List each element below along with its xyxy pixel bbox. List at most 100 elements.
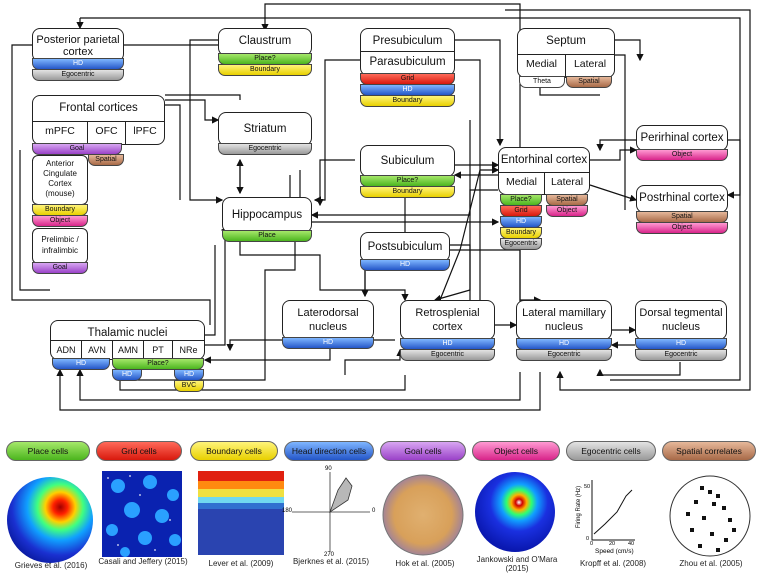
thalamic-nre: NRe [173,340,204,360]
legend-goal-cells: Goal cells [380,441,466,461]
presubiculum-box: Presubiculum Parasubiculum [360,28,455,76]
hippocampus-title: Hippocampus [231,209,303,221]
legend-object-cells: Object cells [472,441,560,461]
entorhinal-medial: Medial [499,172,545,195]
example-head-direction-plot [292,472,370,552]
septum-box: Septum Medial Lateral [517,28,615,78]
frontal-cortices-title: Frontal cortices [59,102,138,114]
parasubiculum-boundary-tag: Boundary [360,95,455,107]
speed-plot-ylabel: Firing Rate (Hz) [576,485,583,529]
frontal-ofc: OFC [88,121,126,145]
example-egocentric-speed-plot [591,480,635,541]
lateral-mammillary-egocentric-tag: Egocentric [516,349,612,361]
entorhinal-medial-egocentric-tag: Egocentric [500,238,542,250]
caption-lever: Lever et al. (2009) [208,559,274,568]
legend-head-direction-cells: Head direction cells [284,441,374,461]
presubiculum-title: Presubiculum [372,35,443,47]
speed-plot-xtick-0: 0 [590,541,594,547]
polar-label-180: 180 [282,508,293,514]
perirhinal-title: Perirhinal cortex [640,132,724,144]
speed-plot-ytick-0: 0 [586,536,590,542]
legend-place-cells: Place cells [6,441,90,461]
parasubiculum-title: Parasubiculum [361,51,454,68]
frontal-lpfc: lPFC [126,121,164,145]
perirhinal-box: Perirhinal cortex [636,125,728,151]
hippocampus-place-tag: Place [222,230,312,242]
retrosplenial-box: Retrosplenial cortex [400,300,495,340]
entorhinal-box: Entorhinal cortex Medial Lateral [498,147,590,195]
posterior-parietal-title: Posterior parietal cortex [36,34,120,58]
legend-boundary-cells: Boundary cells [190,441,278,461]
speed-plot-xtick-20: 20 [609,541,616,547]
legend-grid-cells: Grid cells [96,441,182,461]
polar-label-270: 270 [324,552,335,558]
speed-plot-xtick-40: 40 [628,541,635,547]
claustrum-box: Claustrum [218,28,312,56]
postrhinal-box: Postrhinal cortex [636,185,728,213]
frontal-spatial-tag: Spatial [88,154,124,166]
thalamic-adn: ADN [51,340,82,360]
striatum-egocentric-tag: Egocentric [218,143,312,155]
subiculum-title: Subiculum [380,155,435,167]
caption-hok: Hok et al. (2005) [395,559,455,568]
example-object-cell-plot [475,472,555,552]
laterodorsal-title: Laterodorsal nucleus [297,307,359,333]
postsubiculum-hd-tag: HD [360,259,450,271]
postsubiculum-title: Postsubiculum [367,241,443,253]
speed-plot-ytick-50: 50 [584,484,591,490]
lateral-mammillary-box: Lateral mamillary nucleus [516,300,612,340]
septum-lateral: Lateral [566,54,614,78]
entorhinal-lateral-object-tag: Object [546,205,588,217]
thalamic-nuclei-box: Thalamic nuclei ADN AVN AMN PT NRe [50,320,205,360]
hippocampus-box: Hippocampus [222,197,312,233]
entorhinal-lateral: Lateral [545,172,589,195]
polar-label-0: 0 [372,508,376,514]
septum-spatial-tag: Spatial [566,76,612,88]
thalamic-avn: AVN [82,340,113,360]
thalamic-amn-hd-tag: HD [112,369,142,381]
frontal-cortices-box: Frontal cortices mPFC OFC lPFC [32,95,165,145]
thalamic-pt: PT [144,340,173,360]
thalamic-bvc-tag: BVC [174,380,204,392]
prelimbic-goal-tag: Goal [32,262,88,274]
prelimbic-box: Prelimbic / infralimbic [32,228,88,264]
caption-kropff: Kropff et al. (2008) [579,559,647,568]
thalamic-nuclei-title: Thalamic nuclei [87,327,168,339]
claustrum-boundary-tag: Boundary [218,64,312,76]
postrhinal-object-tag: Object [636,222,728,234]
claustrum-title: Claustrum [238,35,292,47]
perirhinal-object-tag: Object [636,149,728,161]
postrhinal-title: Postrhinal cortex [639,192,725,204]
septum-title: Septum [546,35,586,47]
thalamic-adn-avn-hd-tag: HD [52,358,110,370]
retrosplenial-title: Retrosplenial cortex [415,307,480,333]
subiculum-box: Subiculum [360,145,455,177]
frontal-goal-tag: Goal [32,143,122,155]
anterior-cingulate-box: Anterior Cingulate Cortex (mouse) [32,155,88,205]
dorsal-tegmental-title: Dorsal tegmental nucleus [639,307,723,333]
striatum-box: Striatum [218,112,312,146]
legend-egocentric-cells: Egocentric cells [566,441,656,461]
laterodorsal-box: Laterodorsal nucleus [282,300,374,340]
dorsal-tegmental-box: Dorsal tegmental nucleus [635,300,727,340]
polar-label-90: 90 [325,466,332,472]
speed-plot-xlabel: Speed (cm/s) [595,548,634,555]
example-spatial-correlate-plot [669,475,751,557]
posterior-parietal-egocentric-tag: Egocentric [32,69,124,81]
frontal-mpfc: mPFC [33,121,88,145]
prelimbic-title: Prelimbic / infralimbic [41,235,79,255]
septum-theta-tag: Theta [519,76,565,88]
dorsal-tegmental-egocentric-tag: Egocentric [635,349,727,361]
septum-medial: Medial [518,54,566,78]
caption-bjerknes: Bjerknes et al. (2015) [292,557,370,566]
laterodorsal-hd-tag: HD [282,337,374,349]
caption-jankowski: Jankowski and O'Mara (2015) [476,555,558,573]
retrosplenial-egocentric-tag: Egocentric [400,349,495,361]
posterior-parietal-box: Posterior parietal cortex [32,28,124,62]
example-boundary-cell-plot [198,471,284,555]
anterior-cingulate-title: Anterior Cingulate Cortex (mouse) [43,159,77,198]
example-grid-cell-plot [102,471,182,557]
thalamic-place-tag: Place? [112,358,204,370]
postsubiculum-box: Postsubiculum [360,232,450,262]
